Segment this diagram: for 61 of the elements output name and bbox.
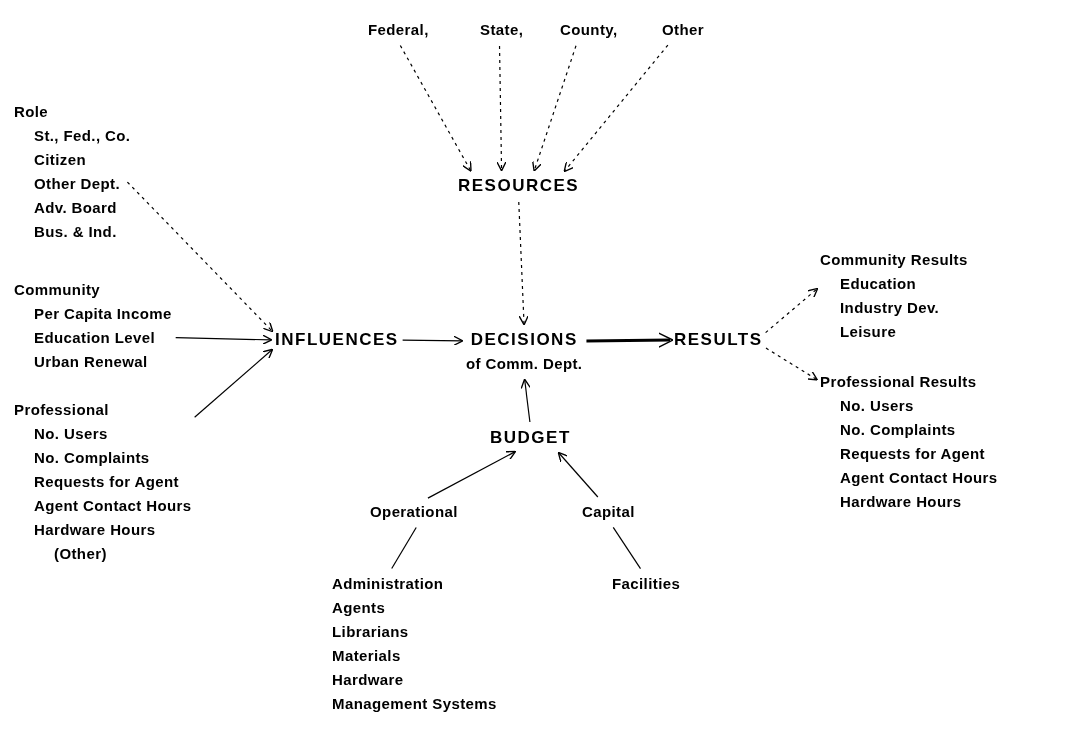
list-item: Federal, [368, 20, 429, 40]
list-item: Industry Dev. [839, 298, 940, 318]
list-item: Administration [332, 574, 444, 594]
group-heading: Community [14, 280, 101, 300]
list-item: Facilities [612, 574, 681, 594]
arrow [518, 201, 529, 326]
list-item: Requests for Agent [33, 472, 179, 492]
list-item: St., Fed., Co. [33, 126, 131, 146]
arrow [586, 332, 674, 348]
arrow [557, 451, 599, 498]
list-item: Leisure [839, 322, 897, 342]
list-item: Education [839, 274, 917, 294]
arrow [765, 347, 819, 381]
arrow [126, 181, 274, 333]
list-item: of Comm. Dept. [466, 354, 583, 374]
group-heading: Professional Results [820, 372, 977, 392]
group-heading: Role [14, 102, 49, 122]
list-item: Materials [332, 646, 401, 666]
arrow [520, 378, 531, 423]
list-item: No. Complaints [33, 448, 150, 468]
list-item: Capital [582, 502, 635, 522]
node-label: DECISIONS [470, 329, 578, 351]
list-item: Agents [332, 598, 386, 618]
list-item: Per Capita Income [33, 304, 172, 324]
list-item: Hardware Hours [839, 492, 962, 512]
arrow [402, 335, 464, 346]
list-item: Urban Renewal [33, 352, 148, 372]
list-item: Hardware [332, 670, 404, 690]
list-item: Management Systems [332, 694, 497, 714]
arrow [532, 45, 577, 172]
list-item: Education Level [33, 328, 156, 348]
list-item: Bus. & Ind. [33, 222, 117, 242]
node-label: RESULTS [674, 329, 763, 351]
arrow [427, 450, 517, 499]
arrow [194, 348, 274, 418]
arrow [175, 334, 273, 345]
list-item: No. Users [839, 396, 914, 416]
arrow [496, 45, 507, 172]
arrow [563, 44, 669, 173]
list-item: No. Users [33, 424, 108, 444]
list-item: Operational [370, 502, 458, 522]
list-item: Other [662, 20, 704, 40]
node-label: BUDGET [490, 427, 571, 449]
arrow [765, 287, 819, 334]
list-item: State, [480, 20, 524, 40]
list-item: Requests for Agent [839, 444, 985, 464]
list-item: Agent Contact Hours [33, 496, 192, 516]
arrow [399, 44, 472, 172]
node-label: RESOURCES [458, 175, 580, 197]
node-label: INFLUENCES [275, 329, 399, 351]
list-item: No. Complaints [839, 420, 956, 440]
list-item: Agent Contact Hours [839, 468, 998, 488]
list-item: Adv. Board [33, 198, 117, 218]
list-item: Citizen [33, 150, 86, 170]
list-item: Librarians [332, 622, 409, 642]
list-item: (Other) [53, 544, 107, 564]
list-item: Hardware Hours [33, 520, 156, 540]
group-heading: Community Results [820, 250, 968, 270]
group-heading: Professional [14, 400, 109, 420]
list-item: County, [560, 20, 618, 40]
list-item: Other Dept. [33, 174, 121, 194]
